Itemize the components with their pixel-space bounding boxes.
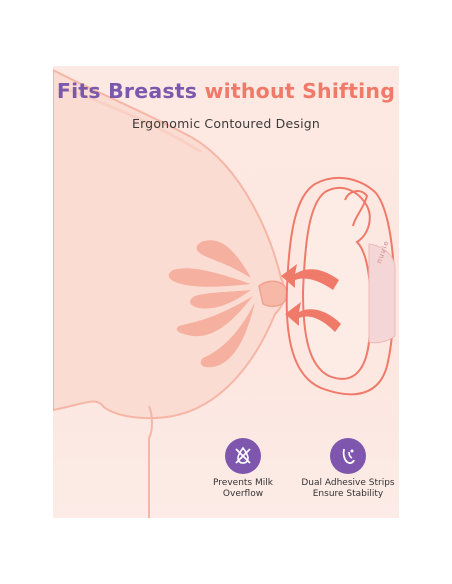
nipple: [258, 280, 288, 308]
milk-ducts: [168, 240, 255, 368]
headline-part-2: without Shifting: [204, 79, 396, 103]
headline: Fits Breasts without Shifting: [53, 79, 399, 103]
adhesive-strip: [368, 243, 396, 344]
feature-dual-adhesive: Dual Adhesive Strips Ensure Stability: [296, 438, 399, 500]
feature-label: Prevents Milk Overflow: [213, 478, 273, 499]
adhesive-strip-icon: [330, 438, 366, 474]
breast-illustration: [53, 68, 396, 518]
breast-shape: [53, 68, 286, 420]
no-leak-icon: [225, 438, 261, 474]
arrows: [281, 264, 341, 332]
feature-prevents-overflow: Prevents Milk Overflow: [201, 438, 285, 500]
headline-part-1: Fits Breasts: [56, 79, 198, 103]
feature-label: Dual Adhesive Strips Ensure Stability: [301, 478, 395, 499]
product-panel: nuvie Fits Breasts without Shifting Ergo…: [53, 66, 399, 518]
torso-line: [148, 405, 153, 518]
subtitle: Ergonomic Contoured Design: [131, 116, 321, 131]
